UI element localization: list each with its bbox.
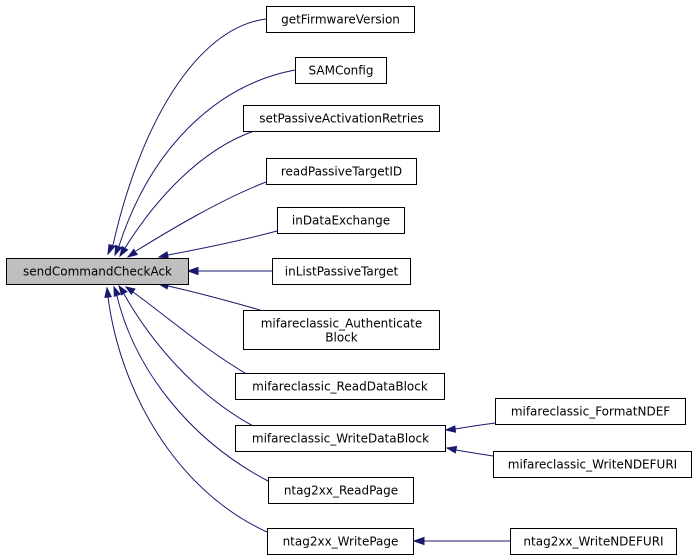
- node-mifareclassic_WriteDataBlock[interactable]: mifareclassic_WriteDataBlock: [235, 425, 446, 452]
- node-label: mifareclassic_ReadDataBlock: [252, 380, 428, 394]
- node-label: mifareclassic_WriteDataBlock: [252, 432, 429, 446]
- node-label: ntag2xx_WritePage: [283, 535, 399, 549]
- edge-SAMConfig: [118, 69, 296, 247]
- node-label: inListPassiveTarget: [285, 265, 399, 279]
- node-label: mifareclassic_WriteNDEFURI: [508, 458, 677, 472]
- edge-ntag2xx_ReadPage: [116, 295, 269, 482]
- node-sendCommandCheckAck[interactable]: sendCommandCheckAck: [6, 258, 189, 285]
- node-inListPassiveTarget[interactable]: inListPassiveTarget: [272, 258, 411, 285]
- edge-getFirmwareVersion: [112, 18, 267, 246]
- arrowhead-mifareclassic_WriteNDEFURI: [445, 445, 458, 454]
- node-SAMConfig[interactable]: SAMConfig: [295, 57, 387, 84]
- node-mifareclassic_FormatNDEF[interactable]: mifareclassic_FormatNDEF: [495, 398, 686, 425]
- arrowhead-getFirmwareVersion: [107, 243, 116, 256]
- arrowhead-mifareclassic_WriteDataBlock: [118, 284, 128, 296]
- node-mifareclassic_WriteNDEFURI[interactable]: mifareclassic_WriteNDEFURI: [493, 451, 692, 478]
- node-readPassiveTargetID[interactable]: readPassiveTargetID: [266, 158, 417, 185]
- edge-readPassiveTargetID: [135, 181, 267, 252]
- node-label: readPassiveTargetID: [281, 165, 402, 179]
- edge-mifareclassic_ReadDataBlock: [132, 291, 251, 377]
- node-getFirmwareVersion[interactable]: getFirmwareVersion: [266, 6, 415, 33]
- edges: [104, 18, 510, 546]
- node-label: mifareclassic_FormatNDEF: [511, 405, 670, 419]
- node-mifareclassic_AuthenticateBlock[interactable]: mifareclassic_Authenticate Block: [243, 310, 440, 350]
- node-label: getFirmwareVersion: [281, 13, 400, 27]
- node-ntag2xx_ReadPage[interactable]: ntag2xx_ReadPage: [268, 477, 414, 504]
- arrowhead-ntag2xx_ReadPage: [113, 285, 122, 297]
- node-label: sendCommandCheckAck: [23, 265, 172, 279]
- node-label: inDataExchange: [292, 214, 390, 228]
- arrowhead-inDataExchange: [157, 251, 169, 259]
- arrowhead-ntag2xx_WriteNDEFURI: [412, 536, 425, 546]
- node-setPassiveActivationRetries[interactable]: setPassiveActivationRetries: [243, 105, 440, 132]
- edge-mifareclassic_AuthenticateBlock: [167, 285, 261, 311]
- node-label-line1: mifareclassic_Authenticate: [261, 317, 423, 331]
- edge-mifareclassic_WriteNDEFURI: [455, 449, 494, 457]
- arrowhead-SAMConfig: [114, 244, 123, 257]
- node-ntag2xx_WriteNDEFURI[interactable]: ntag2xx_WriteNDEFURI: [510, 528, 677, 555]
- arrowhead-setPassiveActivationRetries: [119, 245, 129, 258]
- arrowhead-mifareclassic_FormatNDEF: [444, 425, 457, 433]
- edge-mifareclassic_WriteDataBlock: [123, 293, 256, 428]
- arrowhead-inListPassiveTarget: [186, 266, 199, 276]
- node-label: setPassiveActivationRetries: [259, 112, 424, 126]
- node-inDataExchange[interactable]: inDataExchange: [277, 207, 405, 234]
- node-label: ntag2xx_WriteNDEFURI: [523, 535, 663, 549]
- edge-ntag2xx_WritePage: [107, 296, 268, 533]
- nodes: sendCommandCheckAck getFirmwareVersion S…: [6, 6, 692, 555]
- arrowhead-readPassiveTargetID: [126, 248, 138, 258]
- edge-inDataExchange: [167, 230, 278, 256]
- node-label: ntag2xx_ReadPage: [284, 484, 398, 498]
- node-mifareclassic_ReadDataBlock[interactable]: mifareclassic_ReadDataBlock: [235, 373, 445, 400]
- arrowhead-ntag2xx_WritePage: [104, 286, 112, 298]
- node-label-line2: Block: [325, 331, 358, 345]
- node-label: SAMConfig: [309, 64, 374, 78]
- edge-setPassiveActivationRetries: [124, 130, 255, 249]
- edge-mifareclassic_FormatNDEF: [454, 422, 496, 430]
- node-ntag2xx_WritePage[interactable]: ntag2xx_WritePage: [267, 528, 414, 555]
- arrowhead-mifareclassic_ReadDataBlock: [124, 286, 136, 295]
